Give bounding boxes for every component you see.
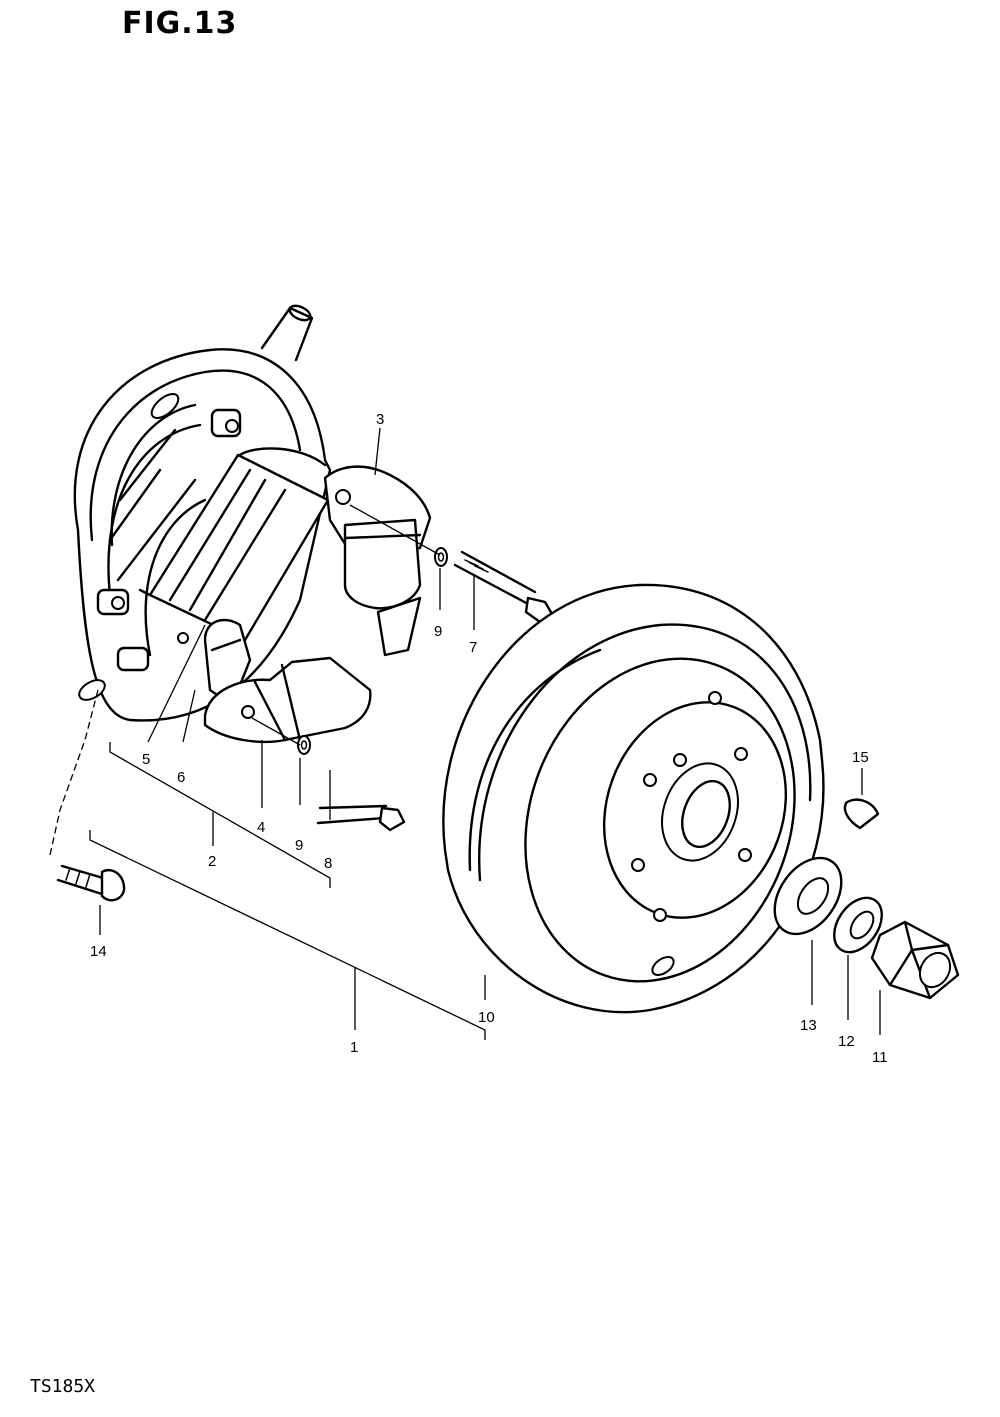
- callout-1: 1: [350, 1039, 358, 1056]
- rotor-flywheel-10: [442, 583, 825, 1014]
- pulser-coil-3: [323, 465, 432, 657]
- callout-9-lower: 9: [295, 837, 303, 854]
- callout-5: 5: [142, 751, 150, 768]
- exciter-coil-4: [203, 656, 372, 744]
- callout-14: 14: [90, 943, 107, 960]
- plate-slot-top: [150, 393, 180, 419]
- callout-7: 7: [469, 639, 477, 656]
- screw-8: [316, 804, 406, 832]
- callout-2: 2: [208, 853, 216, 870]
- leader-lines: [49, 427, 881, 1040]
- lock-washer-12: [833, 896, 883, 954]
- callout-13: 13: [800, 1017, 817, 1034]
- washer-9-upper: [434, 547, 448, 567]
- screw-7: [453, 550, 554, 624]
- callout-6: 6: [177, 769, 185, 786]
- washer-9-lower: [297, 735, 311, 755]
- callout-12: 12: [838, 1033, 855, 1050]
- plate-slot-bottom: [78, 679, 106, 701]
- callout-9-upper: 9: [434, 623, 442, 640]
- callout-4: 4: [257, 819, 265, 836]
- callout-10: 10: [478, 1009, 495, 1026]
- callout-8: 8: [324, 855, 332, 872]
- woodruff-key-15: [843, 798, 880, 830]
- screw-14: [56, 864, 126, 902]
- model-code: TS185X: [30, 1376, 96, 1397]
- callout-15: 15: [852, 749, 869, 766]
- washer-13: [773, 856, 843, 936]
- callout-3: 3: [376, 411, 384, 428]
- callout-11: 11: [872, 1049, 888, 1066]
- nut-11: [870, 920, 960, 1000]
- figure-title: FIG.13: [122, 6, 238, 41]
